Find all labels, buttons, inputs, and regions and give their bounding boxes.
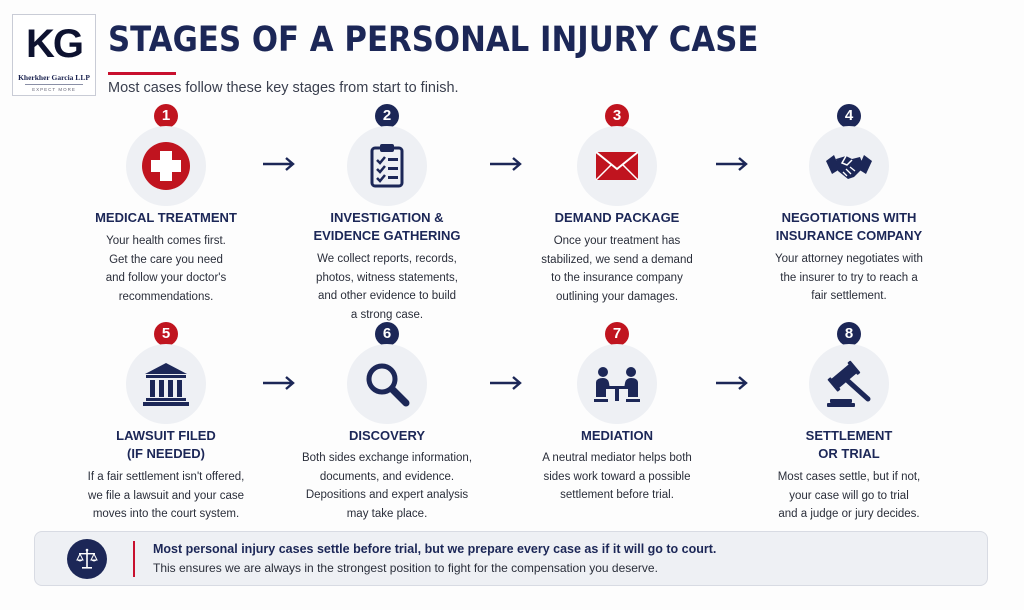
stage-title: DEMAND PACKAGE (554, 210, 680, 225)
medical-cross-icon (126, 126, 206, 206)
stage-5: 5 LAWSUIT FILED (IF NEEDED) If a fair se… (66, 322, 266, 522)
logo-divider (25, 84, 83, 85)
stage-title: NEGOTIATIONS WITH INSURANCE COMPANY (775, 210, 923, 243)
footer-callout: Most personal injury cases settle before… (34, 531, 988, 586)
logo-mark: KG (26, 22, 84, 66)
page-subtitle: Most cases follow these key stages from … (108, 80, 459, 96)
stage-title: MEDIATION (581, 428, 653, 443)
arrow-right-icon (490, 157, 522, 171)
stage-title: INVESTIGATION & EVIDENCE GATHERING (313, 210, 461, 243)
stage-number-badge: 7 (605, 322, 629, 346)
stage-number-badge: 3 (605, 104, 629, 128)
footer-text: This ensures we are always in the strong… (153, 561, 658, 575)
stage-description: We collect reports, records, photos, wit… (316, 253, 458, 321)
stage-title: SETTLEMENT OR TRIAL (805, 428, 893, 461)
stage-number-badge: 2 (375, 104, 399, 128)
stage-number-badge: 8 (837, 322, 861, 346)
stage-description: Your attorney negotiates with the insure… (775, 253, 923, 302)
stage-4: 4 NEGOTIATIONS WITH INSURANCE COMPANY Yo… (749, 104, 949, 304)
stage-description: Your health comes first. Get the care yo… (105, 235, 227, 303)
stage-number-badge: 4 (837, 104, 861, 128)
stage-6: 6 DISCOVERY Both sides exchange informat… (287, 322, 487, 522)
stage-number-badge: 5 (154, 322, 178, 346)
footer-headline: Most personal injury cases settle before… (153, 542, 717, 556)
mediation-table-icon (577, 344, 657, 424)
envelope-icon (577, 126, 657, 206)
stage-7: 7 MEDIATION A neutral mediator helps bot… (517, 322, 717, 522)
handshake-icon (809, 126, 889, 206)
stage-number-badge: 6 (375, 322, 399, 346)
stage-title: DISCOVERY (348, 428, 426, 443)
arrow-right-icon (490, 376, 522, 390)
arrow-right-icon (716, 157, 748, 171)
clipboard-checklist-icon (347, 126, 427, 206)
stage-description: A neutral mediator helps both sides work… (542, 452, 692, 501)
stage-3: 3 DEMAND PACKAGE Once your treatment has… (517, 104, 717, 304)
arrow-right-icon (263, 376, 295, 390)
courthouse-icon (126, 344, 206, 424)
arrow-right-icon (263, 157, 295, 171)
gavel-icon (809, 344, 889, 424)
footer-divider (133, 541, 135, 577)
page-title: STAGES OF A PERSONAL INJURY CASE (108, 20, 759, 60)
stage-title: MEDICAL TREATMENT (95, 210, 237, 225)
magnifying-glass-icon (347, 344, 427, 424)
stage-description: Once your treatment has stabilized, we s… (541, 235, 693, 303)
stage-1: 1 MEDICAL TREATMENT Your health comes fi… (66, 104, 266, 304)
arrow-right-icon (716, 376, 748, 390)
stage-8: 8 SETTLEMENT OR TRIAL Most cases settle,… (749, 322, 949, 522)
stage-2: 2 INVESTIGATION & EVIDENCE GATHERING We … (287, 104, 487, 324)
stage-description: Both sides exchange information, documen… (301, 452, 473, 520)
stage-description: Most cases settle, but if not, your case… (777, 471, 921, 520)
title-underline (108, 72, 176, 75)
stage-number-badge: 1 (154, 104, 178, 128)
company-logo: KG Kherkher Garcia LLP EXPECT MORE (12, 14, 96, 96)
logo-name: Kherkher Garcia LLP (18, 73, 90, 82)
stage-title: LAWSUIT FILED (IF NEEDED) (116, 428, 216, 461)
logo-tagline: EXPECT MORE (32, 87, 76, 92)
stage-description: If a fair settlement isn't offered, we f… (87, 471, 245, 520)
scales-of-justice-icon (67, 539, 107, 579)
